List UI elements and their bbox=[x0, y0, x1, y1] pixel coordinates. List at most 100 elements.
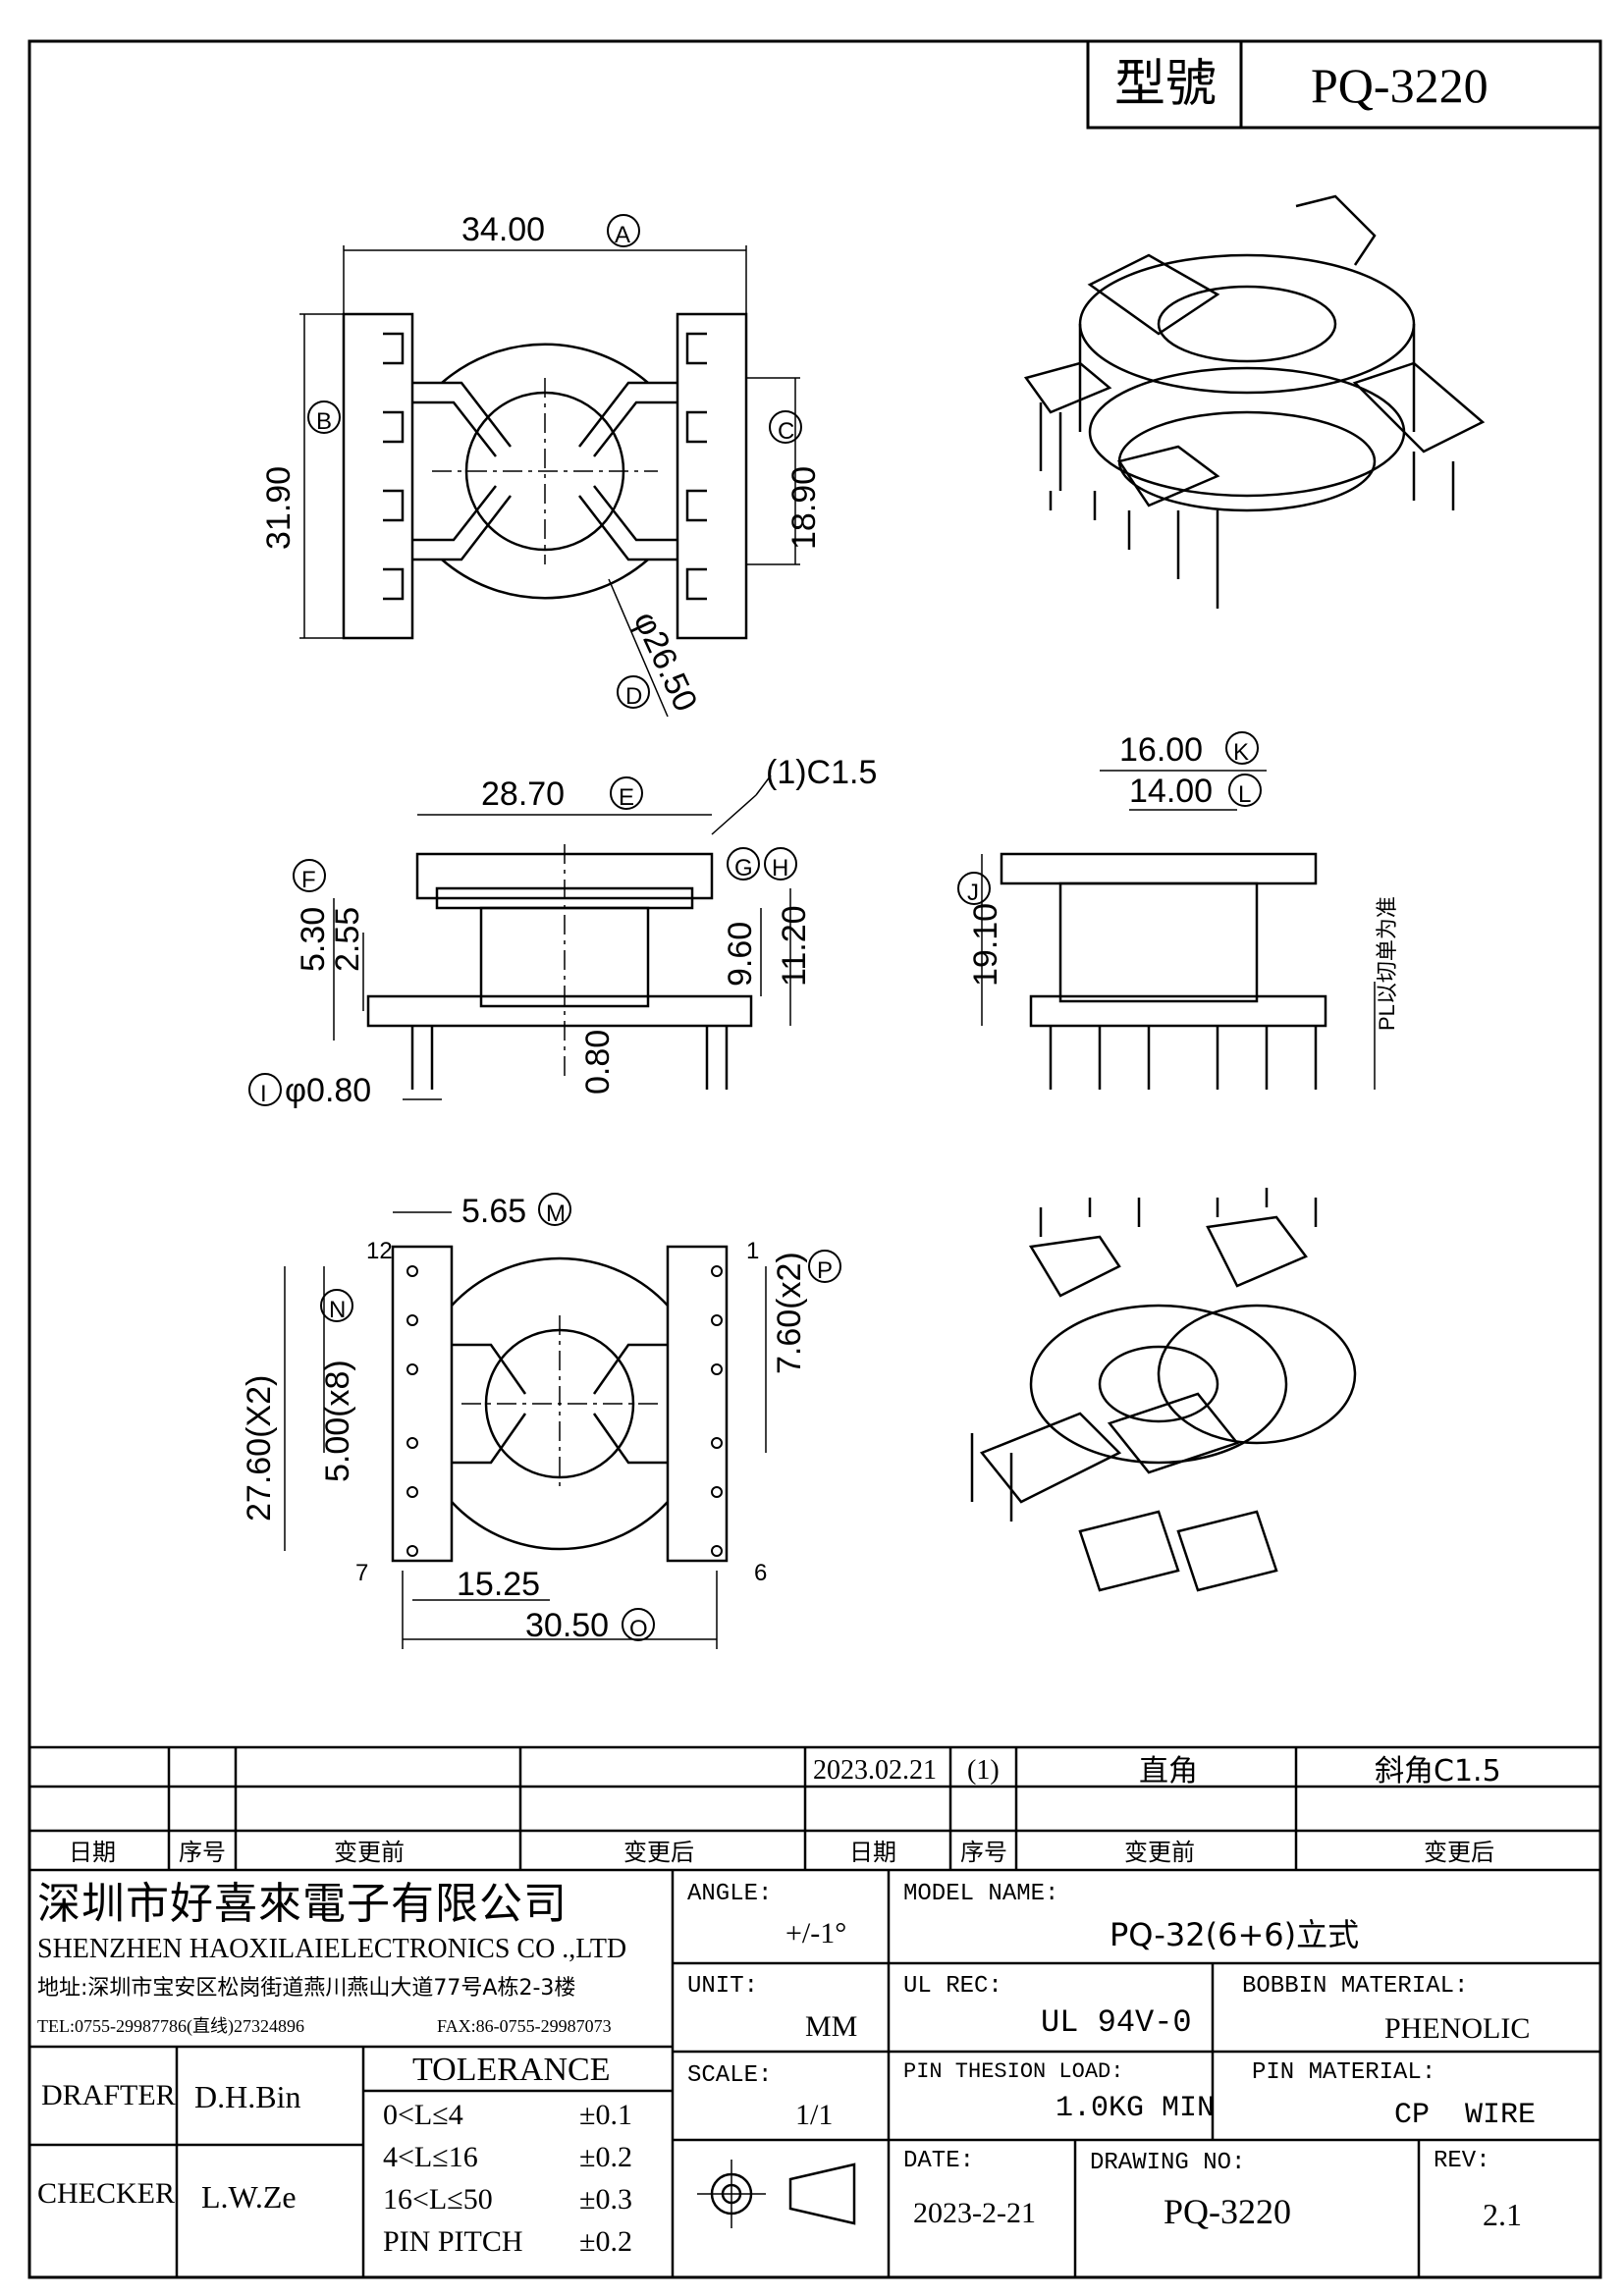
svg-text:19.10: 19.10 bbox=[967, 903, 1004, 987]
drafter-label: DRAFTER bbox=[41, 2079, 176, 2111]
svg-text:O: O bbox=[629, 1616, 648, 1642]
svg-text:A: A bbox=[615, 222, 630, 248]
company-name-cn: 深圳市好喜來電子有限公司 bbox=[37, 1879, 568, 1929]
rev-row-before: 直角 bbox=[1139, 1754, 1198, 1789]
svg-text:D: D bbox=[625, 683, 642, 710]
rev-header-after: 变更后 bbox=[623, 1839, 694, 1866]
checker-value: L.W.Ze bbox=[201, 2179, 297, 2215]
bottom-view-labels: 5.65 M 27.60(X2) 5.00(x8) N 7.60(x2) P 1… bbox=[241, 1193, 841, 1644]
front-view-labels: 28.70 E (1)C1.5 F G H 5.30 2.55 9.60 11.… bbox=[248, 754, 877, 1109]
drawing-no-value: PQ-3220 bbox=[1164, 2192, 1292, 2231]
svg-text:1: 1 bbox=[746, 1238, 759, 1264]
rev-header-after-2: 变更后 bbox=[1424, 1839, 1494, 1866]
svg-text:N: N bbox=[329, 1297, 346, 1323]
company-fax: FAX:86-0755-29987073 bbox=[437, 2016, 612, 2036]
front-view bbox=[333, 774, 791, 1100]
side-view-labels: 16.00 K 14.00 L 19.10 J PL以切单为准 bbox=[957, 731, 1399, 1031]
tolerance-range-1: 0<L≤4 bbox=[383, 2099, 463, 2131]
rev-header-before: 变更前 bbox=[334, 1839, 405, 1866]
svg-text:M: M bbox=[546, 1201, 566, 1227]
svg-text:27.60(X2): 27.60(X2) bbox=[241, 1375, 278, 1522]
scale-value: 1/1 bbox=[795, 2099, 834, 2131]
svg-text:7.60(x2): 7.60(x2) bbox=[771, 1252, 808, 1374]
svg-text:30.50: 30.50 bbox=[525, 1607, 609, 1644]
svg-text:L: L bbox=[1238, 781, 1251, 808]
header-model-value: PQ-3220 bbox=[1311, 58, 1489, 113]
svg-text:12: 12 bbox=[366, 1238, 393, 1264]
rev-row-after: 斜角C1.5 bbox=[1375, 1754, 1501, 1789]
side-view bbox=[981, 770, 1376, 1090]
unit-value: MM bbox=[805, 2010, 858, 2043]
svg-text:P: P bbox=[817, 1257, 833, 1284]
drafter-value: D.H.Bin bbox=[194, 2079, 301, 2114]
dim-front-chamfer: (1)C1.5 bbox=[766, 754, 877, 791]
rev-header-seq-2: 序号 bbox=[960, 1839, 1007, 1866]
unit-label: UNIT: bbox=[687, 1973, 759, 2000]
svg-text:E: E bbox=[619, 784, 634, 811]
angle-label: ANGLE: bbox=[687, 1881, 773, 1907]
pin-load-value: 1.0KG MIN bbox=[1056, 2092, 1216, 2125]
rev-header-seq: 序号 bbox=[179, 1839, 226, 1866]
pin-load-label: PIN THESION LOAD: bbox=[903, 2059, 1124, 2084]
date-value: 2023-2-21 bbox=[913, 2197, 1036, 2229]
svg-text:I: I bbox=[260, 1081, 267, 1107]
header-model-label: 型號 bbox=[1114, 55, 1218, 114]
rev-header-before-2: 变更前 bbox=[1124, 1839, 1195, 1866]
date-label: DATE: bbox=[903, 2148, 975, 2174]
rev-label: REV: bbox=[1434, 2148, 1490, 2174]
svg-text:G: G bbox=[734, 855, 753, 881]
angle-value: +/-1° bbox=[785, 1917, 847, 1949]
ul-value: UL 94V-0 bbox=[1041, 2004, 1192, 2041]
top-view bbox=[299, 245, 800, 718]
pin-material-label: PIN MATERIAL: bbox=[1252, 2059, 1436, 2086]
svg-text:0.80: 0.80 bbox=[579, 1030, 617, 1095]
svg-text:5.65: 5.65 bbox=[461, 1193, 526, 1230]
model-name-label: MODEL NAME: bbox=[903, 1881, 1059, 1907]
tolerance-value-1: ±0.1 bbox=[579, 2099, 632, 2131]
rev-row-seq: (1) bbox=[967, 1755, 1000, 1786]
svg-text:6: 6 bbox=[754, 1560, 767, 1586]
svg-text:15.25: 15.25 bbox=[457, 1566, 540, 1603]
svg-text:H: H bbox=[772, 855, 788, 881]
model-name-value: PQ-32(6+6)立式 bbox=[1110, 1916, 1360, 1953]
iso-view-bottom bbox=[970, 1188, 1357, 1592]
dim-top-inner-height: 18.90 bbox=[785, 466, 823, 550]
rev-row-date: 2023.02.21 bbox=[813, 1755, 937, 1786]
drawing-no-label: DRAWING NO: bbox=[1090, 2150, 1246, 2176]
tolerance-value-3: ±0.3 bbox=[579, 2183, 632, 2216]
svg-text:11.20: 11.20 bbox=[776, 905, 813, 987]
tolerance-value-4: ±0.2 bbox=[579, 2225, 632, 2258]
svg-text:9.60: 9.60 bbox=[722, 922, 759, 987]
company-name-en: SHENZHEN HAOXILAIELECTRONICS CO .,LTD bbox=[37, 1934, 627, 1964]
svg-text:C: C bbox=[778, 418, 794, 445]
svg-text:5.00(x8): 5.00(x8) bbox=[319, 1360, 356, 1482]
dim-side-inner: 14.00 bbox=[1129, 773, 1213, 810]
svg-text:2.55: 2.55 bbox=[329, 907, 366, 972]
company-tel: TEL:0755-29987786(直线)27324896 bbox=[37, 2016, 304, 2036]
title-block-grid bbox=[29, 1745, 1600, 2277]
dim-side-outer: 16.00 bbox=[1119, 731, 1203, 769]
svg-text:F: F bbox=[301, 867, 316, 893]
iso-view-top bbox=[1023, 194, 1486, 609]
tolerance-value-2: ±0.2 bbox=[579, 2141, 632, 2173]
sheet-border bbox=[27, 39, 1602, 2279]
projection-symbol bbox=[697, 2160, 856, 2228]
dim-top-height: 31.90 bbox=[260, 466, 298, 550]
tolerance-title: TOLERANCE bbox=[412, 2052, 611, 2088]
dim-top-width: 34.00 bbox=[461, 211, 545, 248]
rev-value: 2.1 bbox=[1483, 2197, 1522, 2232]
rev-header-date-2: 日期 bbox=[849, 1839, 896, 1866]
svg-text:B: B bbox=[316, 408, 332, 435]
dim-front-pin-dia: φ0.80 bbox=[285, 1072, 371, 1109]
bottom-view-pins bbox=[406, 1265, 723, 1557]
tolerance-range-2: 4<L≤16 bbox=[383, 2141, 478, 2173]
bobbin-value: PHENOLIC bbox=[1384, 2012, 1531, 2045]
bottom-view bbox=[284, 1211, 767, 1649]
rev-header-date: 日期 bbox=[69, 1839, 116, 1866]
header-model-box bbox=[1086, 39, 1602, 130]
side-note: PL以切单为准 bbox=[1375, 896, 1399, 1031]
ul-label: UL REC: bbox=[903, 1973, 1002, 2000]
svg-text:7: 7 bbox=[355, 1560, 368, 1586]
dim-front-width: 28.70 bbox=[481, 775, 565, 813]
